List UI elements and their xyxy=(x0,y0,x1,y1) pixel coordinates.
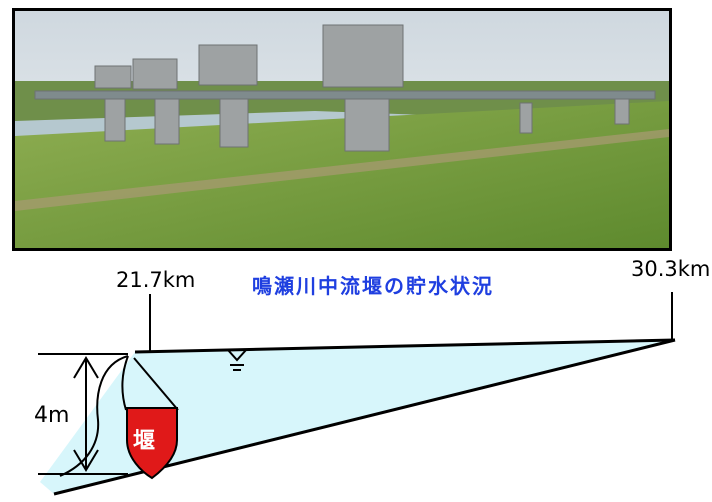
weir-structure xyxy=(34,24,656,152)
diagram-title: 鳴瀬川中流堰の貯水状況 xyxy=(252,274,494,298)
height-arrow xyxy=(73,356,99,472)
levee-path xyxy=(15,129,669,211)
height-label: 4m xyxy=(34,403,70,428)
water-surface-line xyxy=(134,338,676,354)
weir-photo xyxy=(12,8,672,251)
water-level-icon xyxy=(225,349,249,371)
weir-shield xyxy=(126,407,178,480)
km-end-label: 30.3km xyxy=(631,257,711,281)
weir-label: 堰 xyxy=(133,429,156,454)
km-start-label: 21.7km xyxy=(116,268,196,292)
weir-gate xyxy=(59,355,179,480)
weir-photo-illustration xyxy=(15,11,669,248)
